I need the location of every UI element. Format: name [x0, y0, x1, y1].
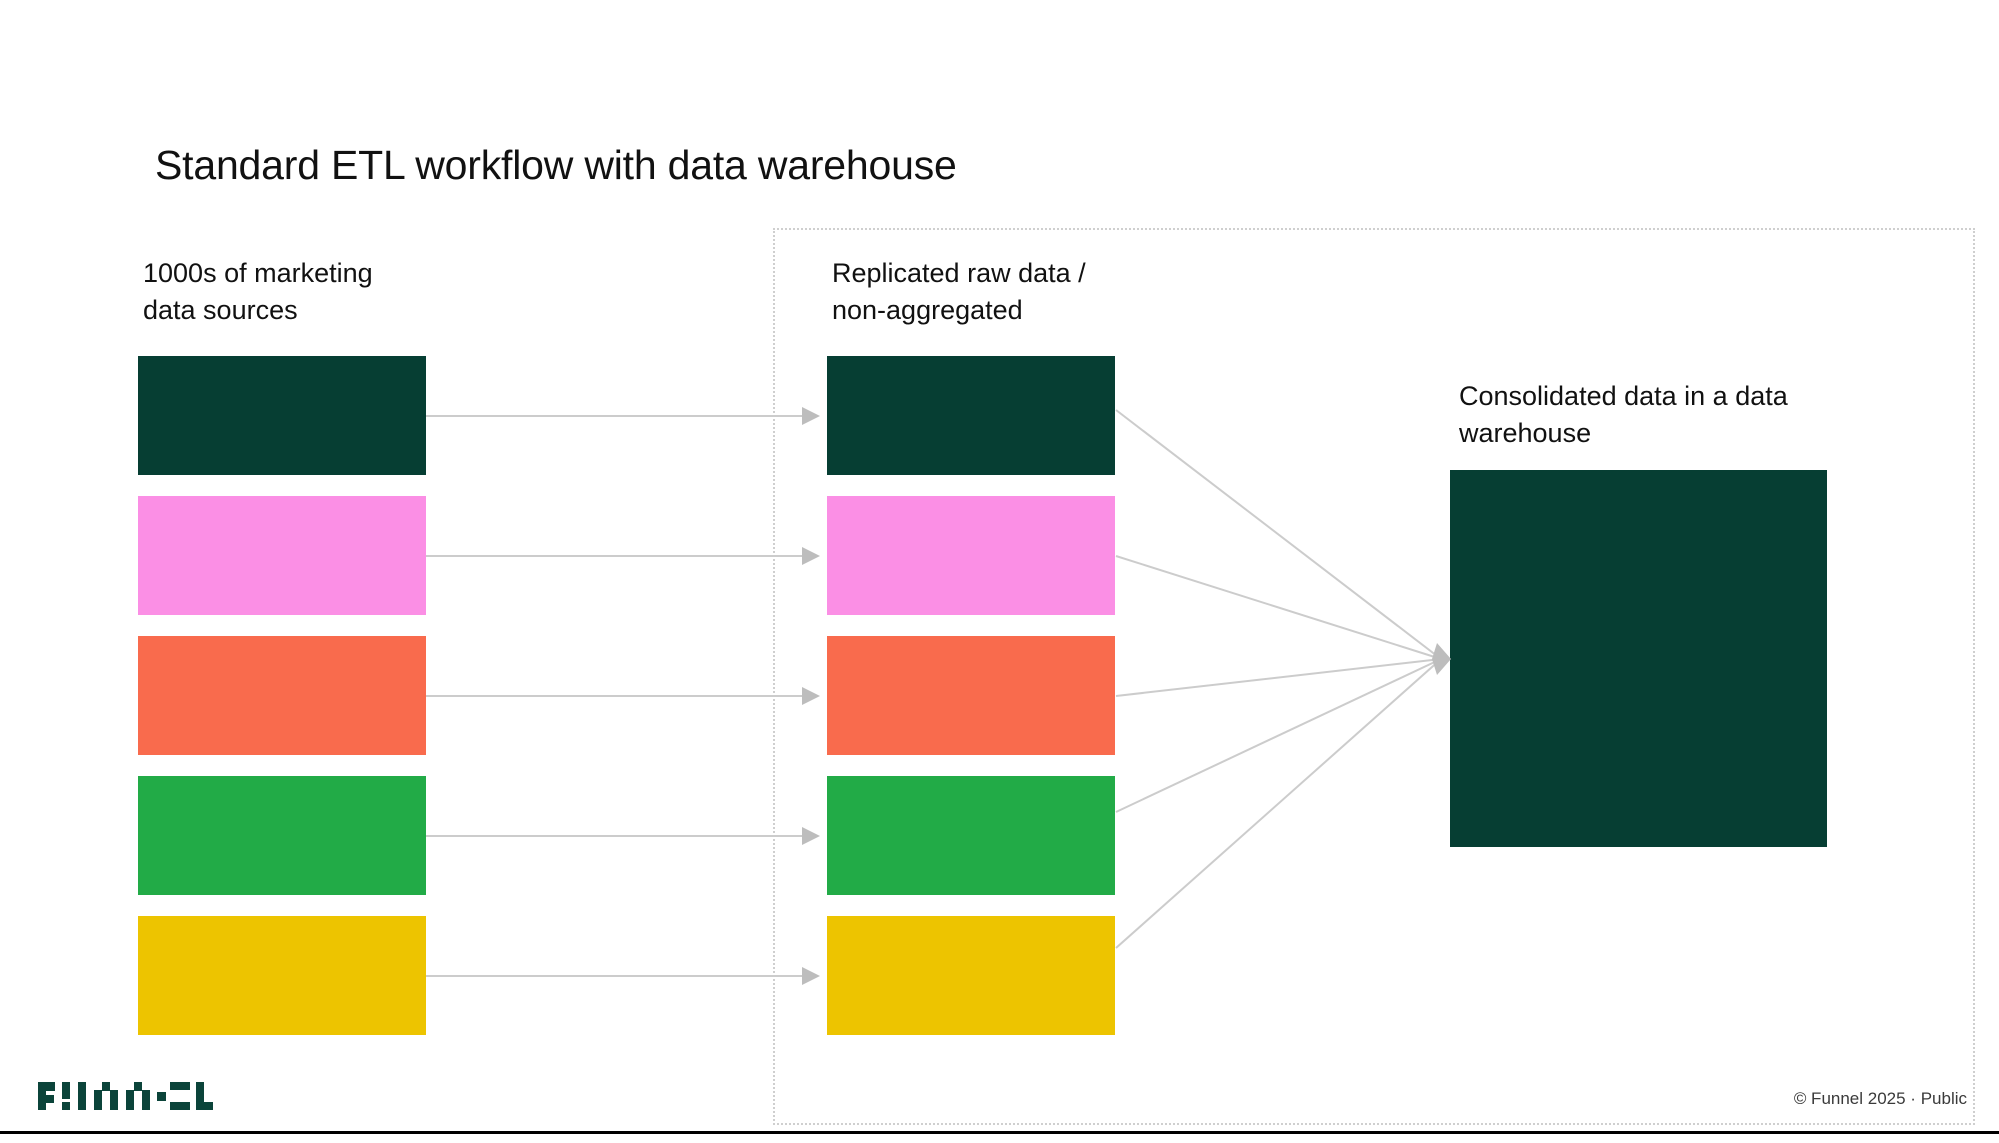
caption-data-sources: 1000s of marketing data sources: [143, 255, 473, 329]
source-bar-coral: [138, 636, 426, 755]
caption-data-sources-line1: 1000s of marketing: [143, 258, 373, 288]
data-sources-stack: [138, 356, 426, 1035]
replicated-data-stack: [827, 356, 1115, 1035]
replicated-bar-dark-green: [827, 356, 1115, 475]
data-warehouse-square: [1450, 470, 1827, 847]
replicated-bar-pink: [827, 496, 1115, 615]
source-bar-pink: [138, 496, 426, 615]
page-title: Standard ETL workflow with data warehous…: [155, 142, 957, 188]
source-bar-green: [138, 776, 426, 895]
source-bar-yellow: [138, 916, 426, 1035]
caption-warehouse-line2: warehouse: [1459, 418, 1592, 448]
caption-replicated-line2: non-aggregated: [832, 295, 1023, 325]
etl-group-dotted-box: [773, 228, 1975, 1125]
replicated-bar-green: [827, 776, 1115, 895]
footer-copyright: © Funnel 2025 · Public: [1793, 1089, 1967, 1108]
replicated-bar-coral: [827, 636, 1115, 755]
source-bar-dark-green: [138, 356, 426, 475]
caption-warehouse-line1: Consolidated data in a data: [1459, 381, 1788, 411]
caption-replicated-line1: Replicated raw data /: [832, 258, 1086, 288]
bottom-rule: [0, 1131, 1999, 1134]
caption-replicated-raw-data: Replicated raw data / non-aggregated: [832, 255, 1172, 329]
replicated-bar-yellow: [827, 916, 1115, 1035]
funnel-logo-icon: [38, 1082, 213, 1110]
stage1-connectors: [426, 407, 820, 985]
caption-data-sources-line2: data sources: [143, 295, 298, 325]
caption-consolidated-warehouse: Consolidated data in a data warehouse: [1459, 378, 1859, 452]
